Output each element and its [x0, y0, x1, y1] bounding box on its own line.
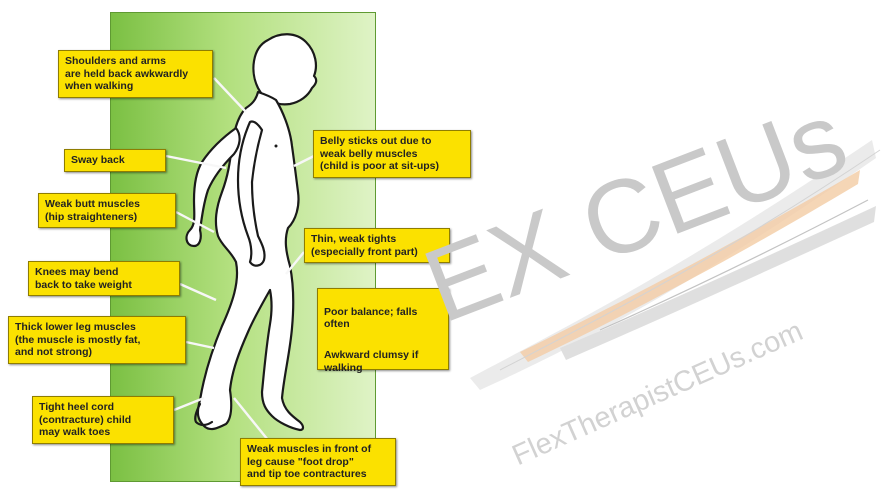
diagram-canvas: Shoulders and arms are held back awkward…	[0, 0, 883, 498]
